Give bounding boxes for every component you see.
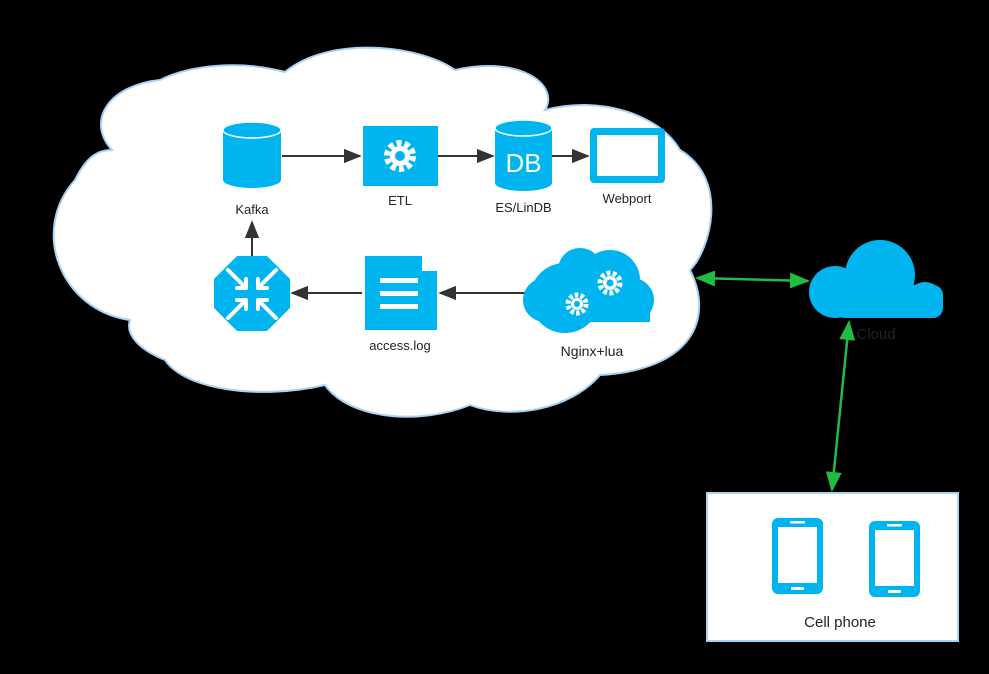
router-node (214, 256, 290, 331)
cloud-node: Cloud (809, 240, 943, 343)
phones-label: Cell phone (804, 614, 876, 631)
etl-label: ETL (388, 193, 412, 208)
server-cloud-shape (52, 46, 713, 418)
gear-icon (597, 270, 623, 296)
etl-node: ETL (363, 126, 438, 208)
db-label: ES/LinDB (495, 200, 551, 215)
kafka-node: Kafka (222, 121, 282, 217)
nginx-node: Nginx+lua (523, 248, 654, 359)
arrow-cloud-to-phones (825, 320, 856, 492)
cloud-icon (809, 240, 943, 318)
phones-node: Cell phone (706, 492, 959, 642)
database-cylinder-icon (494, 119, 553, 191)
kafka-label: Kafka (235, 202, 269, 217)
webport-label: Webport (603, 191, 652, 206)
cloud-gears-icon (523, 248, 654, 333)
webport-node: Webport (590, 128, 665, 206)
gear-icon (565, 292, 589, 316)
router-icon (214, 256, 290, 331)
arrow-server-to-cloud (695, 270, 810, 289)
log-node: access.log (365, 256, 437, 353)
gear-icon (384, 140, 416, 172)
db-icon-text: DB (505, 148, 541, 178)
cloud-label: Cloud (856, 326, 895, 343)
log-label: access.log (369, 338, 430, 353)
database-cylinder-icon (222, 121, 282, 188)
document-icon (365, 256, 437, 330)
phone-icon (772, 518, 823, 594)
monitor-icon (590, 128, 665, 183)
phone-icon (869, 521, 920, 597)
nginx-label: Nginx+lua (561, 343, 624, 359)
db-node: DB ES/LinDB (494, 119, 553, 215)
